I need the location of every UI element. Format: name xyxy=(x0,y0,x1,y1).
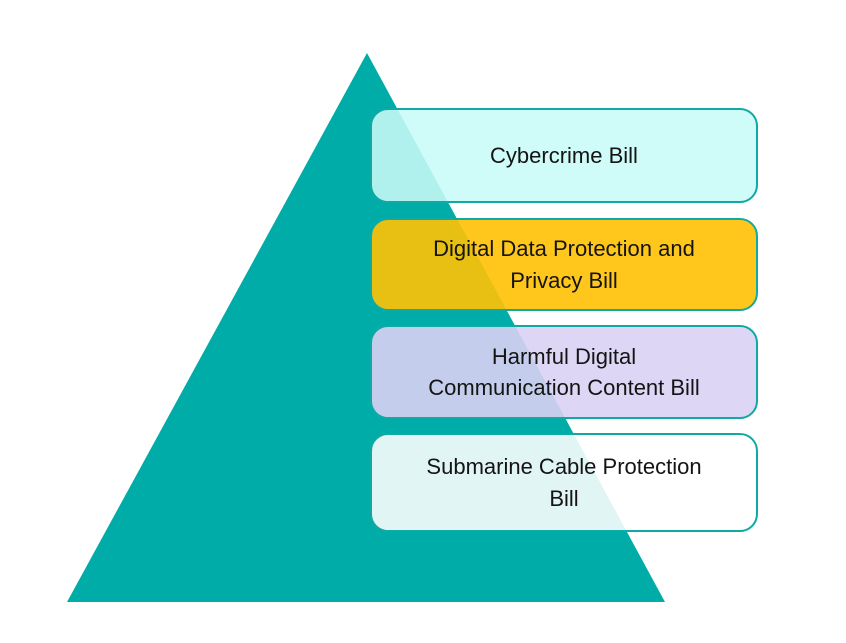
pyramid-item-label: Cybercrime Bill xyxy=(490,142,638,168)
pyramid-item-label: Submarine Cable Protection Bill xyxy=(426,454,702,511)
pyramid-item-label: Harmful Digital Communication Content Bi… xyxy=(428,343,700,400)
pyramid-item-label: Digital Data Protection and Privacy Bill xyxy=(433,236,695,293)
pyramid-item-digital-data-protection-privacy-bill: Digital Data Protection and Privacy Bill xyxy=(370,218,758,311)
pyramid-item-cybercrime-bill: Cybercrime Bill xyxy=(370,108,758,203)
pyramid-item-harmful-digital-communication-content-bill: Harmful Digital Communication Content Bi… xyxy=(370,325,758,419)
pyramid-item-submarine-cable-protection-bill: Submarine Cable Protection Bill xyxy=(370,433,758,532)
